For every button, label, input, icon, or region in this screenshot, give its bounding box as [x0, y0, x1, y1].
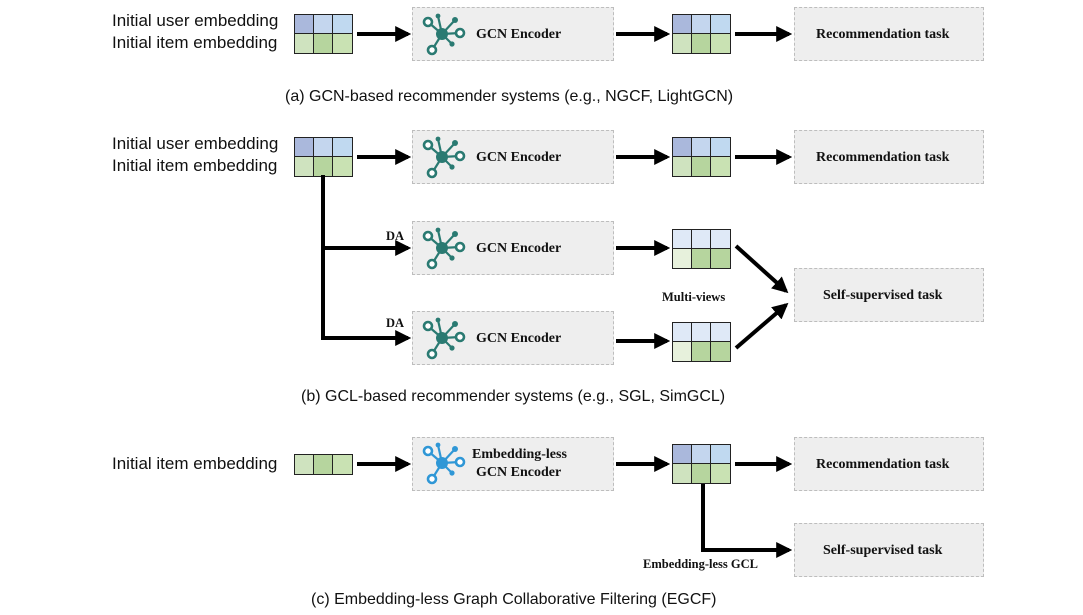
self-supervised-task-label-b: Self-supervised task — [823, 288, 943, 303]
gcn-encoder-label-b2: GCN Encoder — [476, 241, 562, 256]
caption-c: (c) Embedding-less Graph Collaborative F… — [311, 591, 717, 608]
recommendation-task-label-a: Recommendation task — [816, 27, 950, 42]
embedding-matrix-output-a — [672, 14, 731, 54]
embedding-matrix-view-1 — [672, 229, 731, 269]
recommendation-task-label-c: Recommendation task — [816, 457, 950, 472]
graph-network-icon-a — [422, 12, 466, 56]
embedding-matrix-output-b1 — [672, 137, 731, 177]
embedding-matrix-output-c — [672, 444, 731, 484]
graph-network-icon-b3 — [422, 316, 466, 360]
recommendation-task-box-b — [794, 130, 984, 184]
arrow-b-view2-to-ssl — [734, 302, 789, 350]
embedding-less-encoder-label-line2: GCN Encoder — [476, 465, 562, 480]
multi-views-label: Multi-views — [662, 290, 726, 304]
self-supervised-task-box-b — [794, 268, 984, 322]
gcn-encoder-label-b1: GCN Encoder — [476, 150, 562, 165]
recommendation-task-box-c — [794, 437, 984, 491]
da-label-1: DA — [386, 229, 405, 243]
arrow-b-da-branch-1 — [321, 175, 412, 256]
embedding-less-encoder-label-line1: Embedding-less — [472, 447, 567, 462]
gcn-encoder-label-b3: GCN Encoder — [476, 331, 562, 346]
arrow-b-view1-to-ssl — [734, 244, 789, 294]
graph-network-icon-c — [422, 441, 466, 485]
da-label-2: DA — [386, 316, 405, 330]
label-initial-item-b: Initial item embedding — [112, 156, 278, 175]
graph-network-icon-b2 — [422, 226, 466, 270]
arrow-b-da-branch-2 — [321, 248, 412, 346]
embedding-matrix-input-c — [294, 454, 353, 475]
caption-a: (a) GCN-based recommender systems (e.g.,… — [285, 88, 734, 105]
label-initial-user-b: Initial user embedding — [112, 134, 279, 153]
arrow-c-output-to-ssl — [701, 484, 793, 558]
label-initial-user-a: Initial user embedding — [112, 11, 279, 30]
label-initial-item-a: Initial item embedding — [112, 33, 278, 52]
label-initial-item-c: Initial item embedding — [112, 454, 278, 473]
recommendation-task-box-a — [794, 7, 984, 61]
recommendation-task-label-b: Recommendation task — [816, 150, 950, 165]
caption-b: (b) GCL-based recommender systems (e.g.,… — [301, 388, 726, 405]
gcn-encoder-label-a: GCN Encoder — [476, 27, 562, 42]
embedding-matrix-input-b — [294, 137, 353, 177]
embedding-less-gcl-label: Embedding-less GCL — [643, 557, 758, 571]
self-supervised-task-box-c — [794, 523, 984, 577]
embedding-matrix-view-2 — [672, 322, 731, 362]
embedding-matrix-input-a — [294, 14, 353, 54]
self-supervised-task-label-c: Self-supervised task — [823, 543, 943, 558]
graph-network-icon-b1 — [422, 135, 466, 179]
